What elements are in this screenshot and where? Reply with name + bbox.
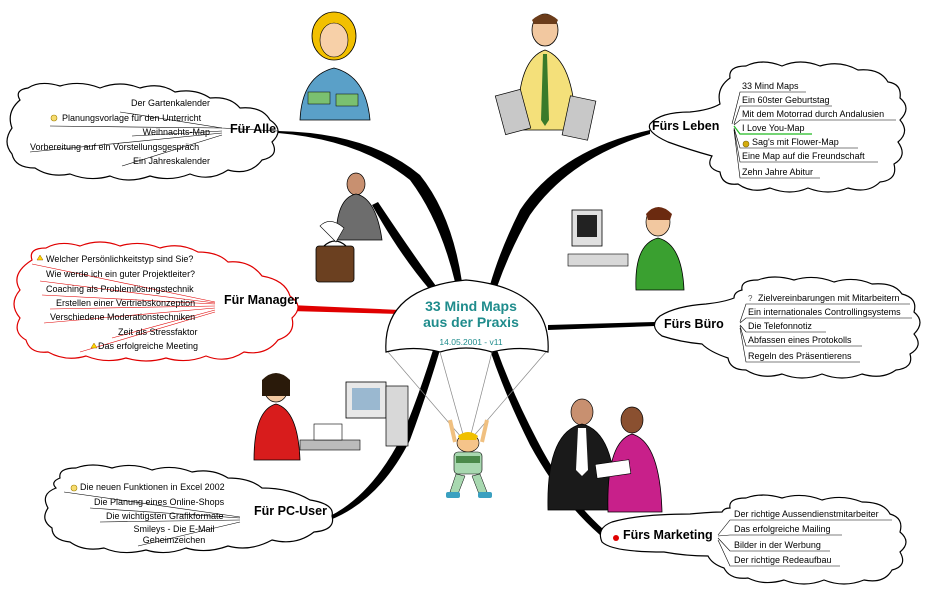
topic-item[interactable]: Die Telefonnotiz xyxy=(748,321,812,331)
topic-item[interactable]: Smileys - Die E-Mail Geheimzeichen xyxy=(133,524,215,545)
manager-with-briefcase-illustration xyxy=(315,172,383,283)
topic-item[interactable]: 33 Mind Maps xyxy=(742,81,799,91)
topic-item[interactable]: Zeit als Stressfaktor xyxy=(118,327,198,337)
topic-item[interactable]: Sag's mit Flower-Map xyxy=(752,137,839,147)
branch-title-fuers-buero[interactable]: Fürs Büro xyxy=(664,317,724,331)
lightbulb-icon xyxy=(50,114,58,122)
topic-item[interactable]: Der richtige Aussendienstmitarbeiter xyxy=(734,509,879,519)
topic-item[interactable]: Erstellen einer Vertriebskonzeption xyxy=(56,298,196,308)
cloud-fuers-leben xyxy=(648,61,907,193)
topic-item[interactable]: Die neuen Funktionen in Excel 2002 xyxy=(80,482,225,492)
central-topic: 33 Mind Maps aus der Praxis xyxy=(396,298,546,330)
branch-connector-fuers-leben xyxy=(490,130,650,287)
topic-item[interactable]: Weihnachts-Map xyxy=(142,127,210,137)
topic-item[interactable]: Ein Jahreskalender xyxy=(132,156,210,166)
parachute-dome xyxy=(385,279,549,353)
bullet-red-icon xyxy=(613,535,619,541)
branch-title-fuer-pc-user[interactable]: Für PC-User xyxy=(254,504,327,518)
central-topic-date: 14.05.2001 - v11 xyxy=(439,337,503,347)
topic-item[interactable]: Mit dem Motorrad durch Andalusien xyxy=(742,109,885,119)
cloud-fuer-manager xyxy=(13,241,299,362)
branch-title-fuer-manager[interactable]: Für Manager xyxy=(224,293,300,307)
topic-item[interactable]: Das erfolgreiche Meeting xyxy=(98,341,199,351)
cloud-fuers-buero xyxy=(653,276,921,379)
branch-connector-fuers-buero xyxy=(548,322,655,330)
topic-item[interactable]: Bilder in der Werbung xyxy=(734,540,821,550)
topic-item[interactable]: Zielvereinbarungen mit Mitarbeitern xyxy=(758,293,900,303)
topic-item[interactable]: Eine Map auf die Freundschaft xyxy=(742,151,865,161)
topic-item[interactable]: I Love You-Map xyxy=(742,123,805,133)
business-couple-illustration xyxy=(547,398,663,513)
topic-item[interactable]: Der richtige Redeaufbau xyxy=(734,555,832,565)
branch-title-fuers-leben[interactable]: Fürs Leben xyxy=(652,119,720,133)
topic-item[interactable]: Das erfolgreiche Mailing xyxy=(734,524,831,534)
topic-item[interactable]: Vorbereitung auf ein Vorstellungsgespräc… xyxy=(30,142,200,152)
topic-item[interactable]: Regeln des Präsentierens xyxy=(748,351,852,361)
topic-item[interactable]: Ein 60ster Geburtstag xyxy=(742,95,830,105)
coin-icon xyxy=(742,140,750,148)
topic-item[interactable]: Planungsvorlage für den Unterricht xyxy=(62,113,202,123)
alert-icon xyxy=(90,342,98,349)
topic-item[interactable]: Welcher Persönlichkeitstyp sind Sie? xyxy=(46,254,194,264)
cloud-fuers-marketing xyxy=(599,494,907,585)
central-topic-line1: 33 Mind Maps xyxy=(425,298,517,314)
question-icon: ? xyxy=(748,294,753,303)
topic-item[interactable]: Die wichtigsten Grafikformate xyxy=(106,511,224,521)
topic-item[interactable]: Abfassen eines Protokolls xyxy=(748,335,852,345)
branch-connector-fuer-pc-user xyxy=(330,350,440,520)
parachutist-illustration xyxy=(446,419,492,498)
topic-item[interactable]: Zehn Jahre Abitur xyxy=(742,167,814,177)
central-topic-line2: aus der Praxis xyxy=(423,314,519,330)
branch-title-fuers-marketing[interactable]: Fürs Marketing xyxy=(623,528,713,542)
topic-item[interactable]: Ein internationales Controllingsystems xyxy=(748,307,901,317)
branch-connector-fuer-manager-upper xyxy=(372,202,436,290)
alert-icon xyxy=(36,254,44,261)
topic-item[interactable]: Verschiedene Moderationstechniken xyxy=(50,312,196,322)
topic-item[interactable]: Die Planung eines Online-Shops xyxy=(94,497,225,507)
branch-title-fuer-alle[interactable]: Für Alle xyxy=(230,122,277,136)
man-with-folders-illustration xyxy=(494,13,597,141)
topic-item[interactable]: Der Gartenkalender xyxy=(130,98,210,108)
lightbulb-icon xyxy=(70,484,78,492)
woman-with-money-illustration xyxy=(299,11,371,121)
woman-at-pc-illustration xyxy=(253,373,409,461)
branch-connector-fuer-manager xyxy=(290,305,400,314)
branch-connector-fuers-marketing xyxy=(490,350,604,535)
cloud-fuer-pc-user xyxy=(44,464,334,554)
topic-item[interactable]: Coaching als Problemlösungstechnik xyxy=(46,284,194,294)
topic-item[interactable]: Wie werde ich ein guter Projektleiter? xyxy=(46,269,196,279)
cloud-fuer-alle xyxy=(6,82,279,181)
woman-at-computer-illustration xyxy=(567,207,685,291)
